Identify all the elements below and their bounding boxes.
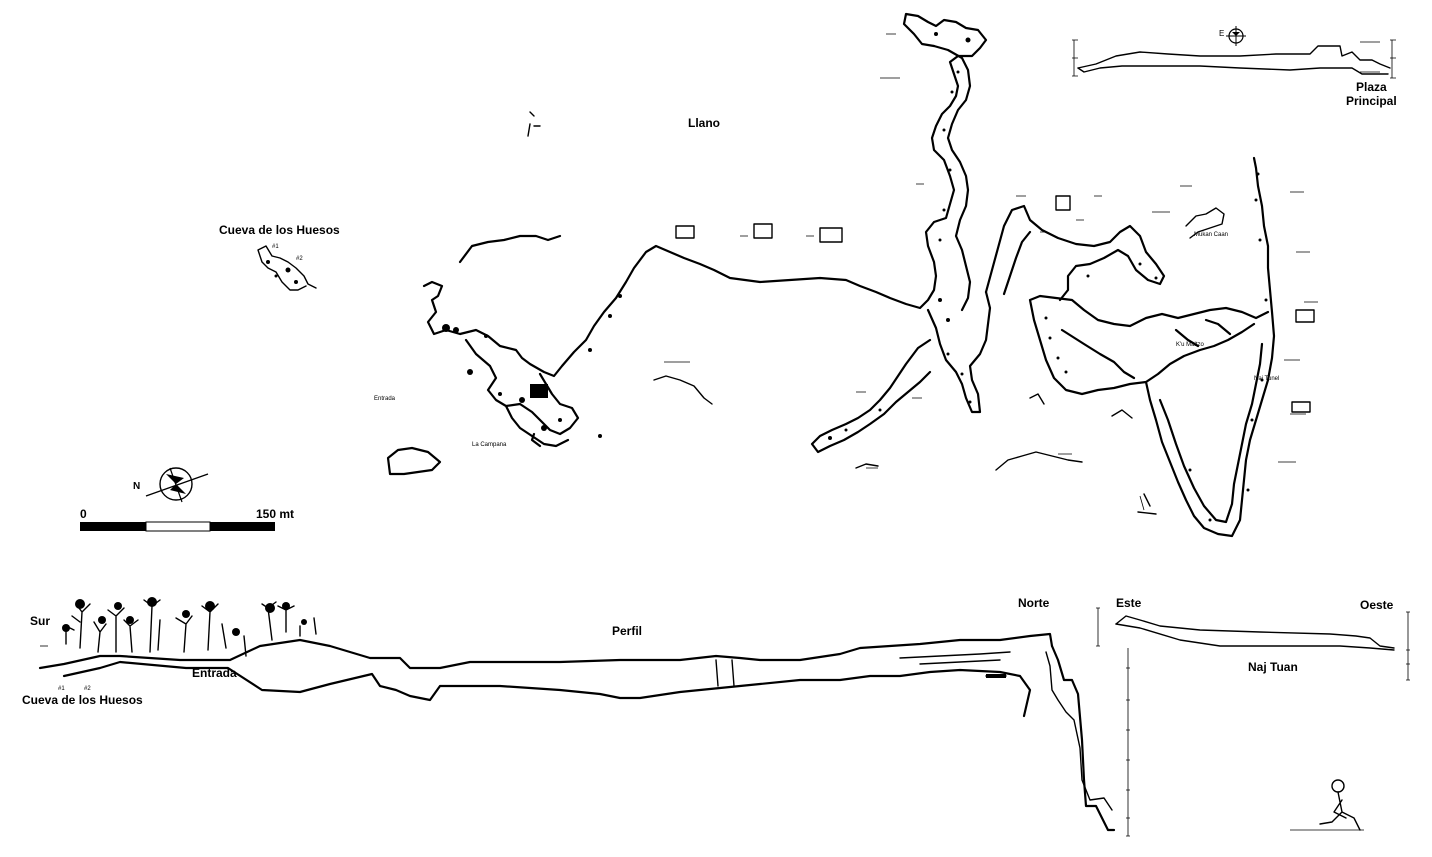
label-point-2-profile: #2 <box>84 686 91 692</box>
east-loop-main <box>1028 294 1270 396</box>
llano-marks <box>527 111 541 137</box>
cueva-huesos-fill <box>266 260 298 284</box>
label-entrada-profile: Entrada <box>192 666 237 680</box>
entrance-shaft <box>530 384 548 398</box>
label-oeste: Oeste <box>1360 598 1394 612</box>
east-loop-dots <box>1044 172 1268 522</box>
central-south-dots <box>828 298 972 440</box>
tree-icons <box>62 597 317 657</box>
label-cueva-huesos-profile: Cueva de los Huesos <box>22 693 143 707</box>
cueva-huesos-outline <box>257 245 317 291</box>
scale-bar <box>80 521 275 532</box>
label-mukan-caan: Mukan Caan <box>1194 232 1229 238</box>
east-loop-south <box>1144 156 1276 538</box>
plaza-principal-profile <box>1072 39 1396 79</box>
label-la-campana: La Campana <box>472 442 507 448</box>
compass-small-label: E <box>1219 29 1225 38</box>
label-cueva-huesos-map: Cueva de los Huesos <box>219 223 340 237</box>
label-llano: Llano <box>688 116 720 130</box>
depth-scale-left <box>1096 607 1100 647</box>
label-naj-tuan: Naj Tuan <box>1248 660 1298 674</box>
east-loop-inner <box>1060 318 1264 524</box>
depth-scale-right <box>1406 611 1410 681</box>
depth-scale-vertical <box>1126 648 1130 837</box>
north-arrow <box>145 467 209 503</box>
main-profile <box>38 597 1410 837</box>
entrance-rocks <box>442 294 622 438</box>
label-norte: Norte <box>1018 596 1050 610</box>
human-figure-icon <box>1290 779 1364 831</box>
label-este: Este <box>1116 596 1142 610</box>
chamber-west <box>458 234 562 264</box>
surface-markers <box>664 33 1380 511</box>
east-loop-north <box>984 204 1166 302</box>
label-ku-maltzo: K'u Maltzo <box>1176 342 1204 348</box>
este-oeste-floor <box>1115 623 1395 651</box>
chamber-center-south <box>653 375 1083 471</box>
label-point-1-profile: #1 <box>58 686 65 692</box>
profile-inner <box>715 651 1011 687</box>
entrance-complex-inner <box>464 338 580 448</box>
este-oeste-roof <box>1115 615 1395 649</box>
label-plaza-principal-2: Principal <box>1346 94 1397 108</box>
scale-end-label: 150 mt <box>256 507 295 521</box>
profile-marker <box>986 674 1006 678</box>
label-perfil: Perfil <box>612 624 643 638</box>
label-entrada-map: Entrada <box>374 396 396 402</box>
chamber-south-west <box>386 446 442 476</box>
cave-plan <box>257 12 1380 538</box>
north-tunnel-dots <box>934 32 971 242</box>
profile-roof <box>38 632 1054 670</box>
mukan-caan-outline <box>1185 207 1225 239</box>
label-point-1-map: #1 <box>272 244 279 250</box>
label-sur: Sur <box>30 614 51 628</box>
scale-start-label: 0 <box>80 507 87 521</box>
north-arrow-label: N <box>133 481 141 492</box>
label-naj-tunel: Naj Tunel <box>1254 376 1280 382</box>
central-south-branch <box>810 290 992 454</box>
profile-shaft <box>1045 651 1113 811</box>
chamber-south-east <box>855 393 1157 515</box>
small-compass-icon <box>1226 26 1246 46</box>
label-plaza-principal-1: Plaza <box>1356 80 1387 94</box>
entrance-complex-outline <box>422 12 988 378</box>
label-point-2-map: #2 <box>296 256 303 262</box>
profile-floor <box>62 644 1116 832</box>
north-tunnel-outline <box>932 44 972 312</box>
